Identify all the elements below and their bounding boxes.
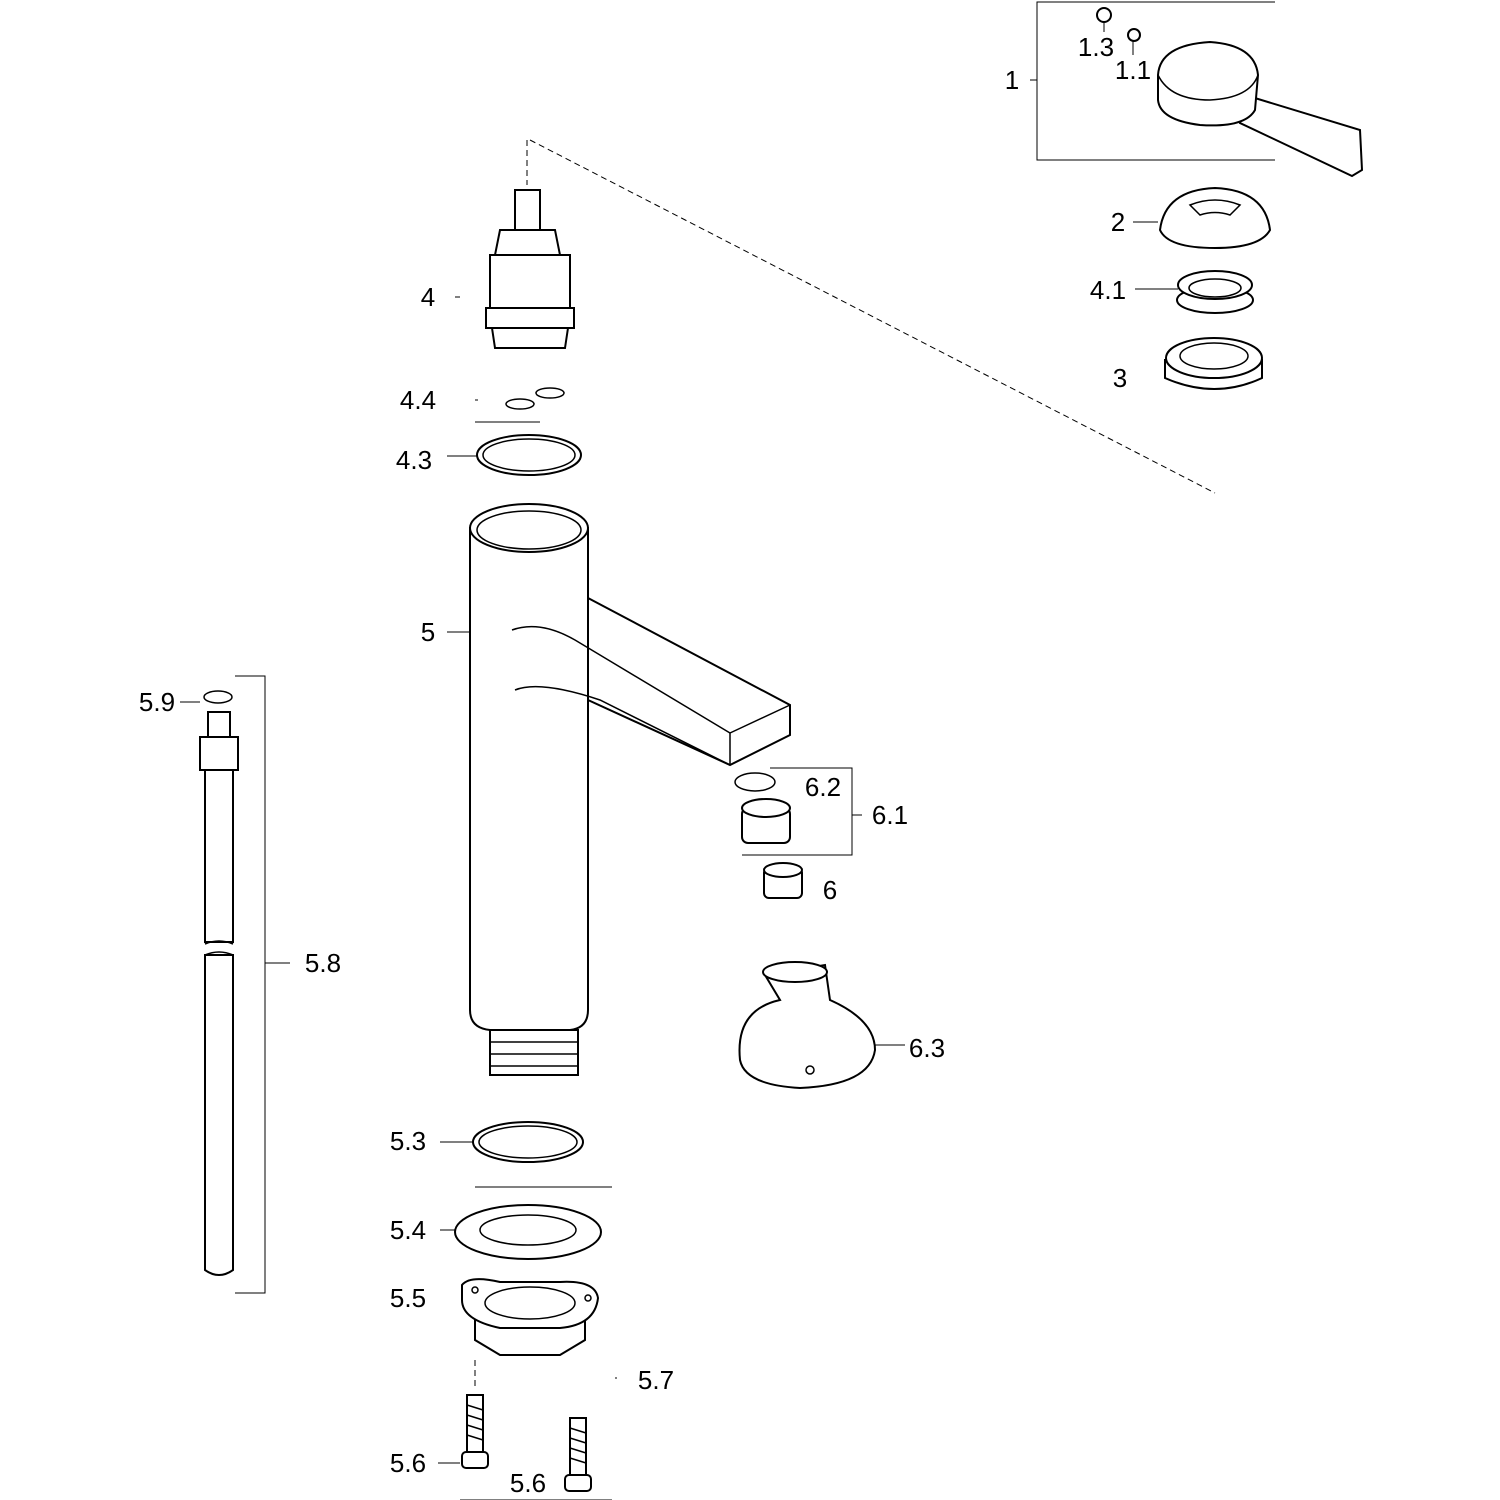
plug-1-1 <box>1127 28 1141 55</box>
label-6-1: 6.1 <box>871 800 909 830</box>
seal-6-2 <box>734 772 776 792</box>
label-1-3: 1.3 <box>1077 32 1115 62</box>
label-4-4: 4.4 <box>399 385 437 415</box>
label-5-7: 5.7 <box>637 1365 675 1395</box>
faucet-body-5 <box>447 503 791 1076</box>
group-bracket-1 <box>1036 1 1275 161</box>
washer-5-4 <box>440 1204 602 1260</box>
o-ring-5-3 <box>440 1121 612 1188</box>
group-bracket-5-8 <box>235 675 290 1294</box>
lever-handle <box>1157 40 1364 178</box>
cartridge-4 <box>455 189 575 349</box>
label-5-6: 5.6 <box>389 1448 427 1478</box>
label-4: 4 <box>420 282 436 312</box>
label-1: 1 <box>1004 65 1020 95</box>
screw-1-3 <box>1096 7 1112 32</box>
aerator-housing-6-1 <box>741 798 791 844</box>
label-5-9: 5.9 <box>138 687 176 717</box>
label-5-3: 5.3 <box>389 1126 427 1156</box>
o-ring-4-3 <box>447 434 582 476</box>
cover-cap-2 <box>1133 186 1272 250</box>
label-3: 3 <box>1112 363 1128 393</box>
screw-5-6 <box>460 1417 612 1500</box>
label-2: 2 <box>1110 207 1126 237</box>
adapter-ring-4-1 <box>1135 270 1254 314</box>
label-5-6: 5.6 <box>509 1468 547 1498</box>
label-5: 5 <box>420 617 436 647</box>
aerator-6 <box>763 862 803 899</box>
label-1-1: 1.1 <box>1114 55 1152 85</box>
label-4-1: 4.1 <box>1089 275 1127 305</box>
supply-hose-5-8 <box>180 690 239 1276</box>
aerator-key-6-3 <box>738 961 905 1090</box>
label-4-3: 4.3 <box>395 445 433 475</box>
label-6-2: 6.2 <box>804 772 842 802</box>
label-6-3: 6.3 <box>908 1033 946 1063</box>
fixing-plate-5-5 <box>461 1278 600 1390</box>
assembly-axis-line <box>529 139 1216 494</box>
label-5-5: 5.5 <box>389 1283 427 1313</box>
label-6: 6 <box>822 875 838 905</box>
screw-5-6 <box>438 1394 489 1469</box>
group-bracket-6-1 <box>742 767 862 856</box>
seals-4-4 <box>475 387 565 423</box>
label-5-4: 5.4 <box>389 1215 427 1245</box>
nut-3 <box>1164 337 1263 390</box>
label-5-8: 5.8 <box>304 948 342 978</box>
